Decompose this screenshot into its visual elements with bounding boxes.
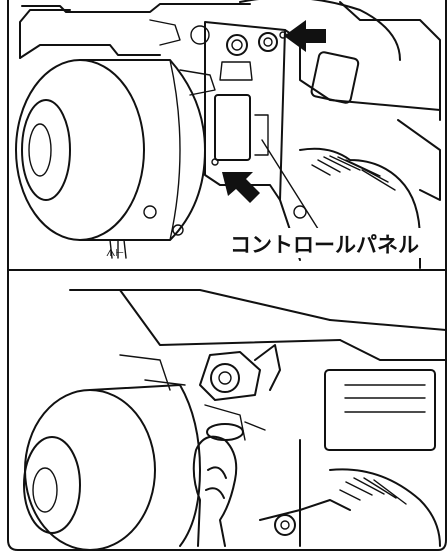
- label-leader-line: [261, 139, 321, 233]
- figure-border: [7, 0, 447, 551]
- top-panel-illustration: ᗑ⊢: [15, 0, 441, 269]
- svg-text:ᗑ⊢: ᗑ⊢: [106, 248, 124, 259]
- control-panel-label: コントロールパネル: [230, 233, 419, 257]
- hand-illustration: [192, 435, 238, 547]
- arrow-pointer-icon: [284, 20, 326, 52]
- bottom-panel-illustration: [23, 289, 447, 551]
- arrow-pointer-icon: [222, 172, 260, 203]
